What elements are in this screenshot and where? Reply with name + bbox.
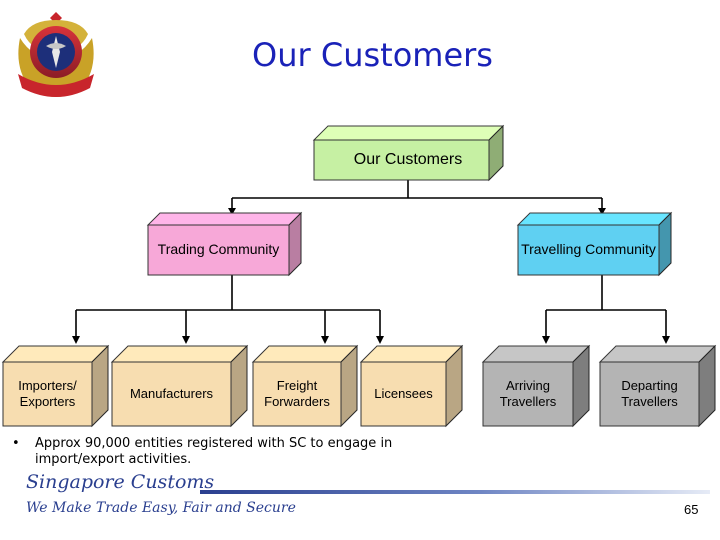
- node-front-face: [599, 361, 700, 427]
- node-label: Arriving Travellers: [499, 377, 557, 409]
- node-travelling-community: Travelling Community: [516, 211, 673, 277]
- node-front-face: [482, 361, 574, 427]
- node-label: Our Customers: [353, 151, 463, 168]
- slide-title: Our Customers: [252, 36, 493, 74]
- brand-name: Singapore Customs: [26, 471, 215, 493]
- node-label: Importers/ Exporters: [18, 377, 77, 409]
- bullet-note: Approx 90,000 entities registered with S…: [35, 436, 393, 467]
- node-label: Departing Travellers: [621, 377, 678, 409]
- node-top-face: [598, 345, 717, 363]
- node-label: Licensees: [374, 385, 433, 401]
- singapore-customs-logo: [18, 12, 94, 97]
- node-arriving-travellers: Arriving Travellers: [481, 344, 591, 428]
- node-licensees: Licensees: [359, 344, 464, 428]
- bullet-marker: •: [12, 436, 20, 451]
- node-front-face: [517, 224, 660, 276]
- node-top-face: [516, 212, 673, 226]
- node-manufacturers: Manufacturers: [110, 344, 249, 428]
- node-our-customers: Our Customers: [312, 124, 505, 182]
- node-front-face: [252, 361, 342, 427]
- node-top-face: [481, 345, 591, 363]
- node-front-face: [360, 361, 447, 427]
- node-front-face: [313, 139, 490, 181]
- node-departing-travellers: Departing Travellers: [598, 344, 717, 428]
- brand-tagline: We Make Trade Easy, Fair and Secure: [26, 500, 296, 516]
- node-label: Trading Community: [157, 241, 280, 258]
- node-freight-forwarders: Freight Forwarders: [251, 344, 359, 428]
- node-label: Manufacturers: [129, 385, 214, 401]
- node-front-face: [147, 224, 290, 276]
- node-label: Freight Forwarders: [264, 377, 330, 409]
- node-trading-community: Trading Community: [146, 211, 303, 277]
- node-top-face: [312, 125, 505, 141]
- brand-underline-bar: [200, 490, 710, 494]
- node-top-face: [359, 345, 464, 363]
- node-front-face: [2, 361, 93, 427]
- node-top-face: [146, 212, 303, 226]
- node-label: Travelling Community: [521, 241, 656, 258]
- node-top-face: [251, 345, 359, 363]
- node-importers-exporters: Importers/ Exporters: [1, 344, 110, 428]
- page-number: 65: [684, 502, 699, 517]
- node-front-face: [111, 361, 232, 427]
- node-top-face: [110, 345, 249, 363]
- node-top-face: [1, 345, 110, 363]
